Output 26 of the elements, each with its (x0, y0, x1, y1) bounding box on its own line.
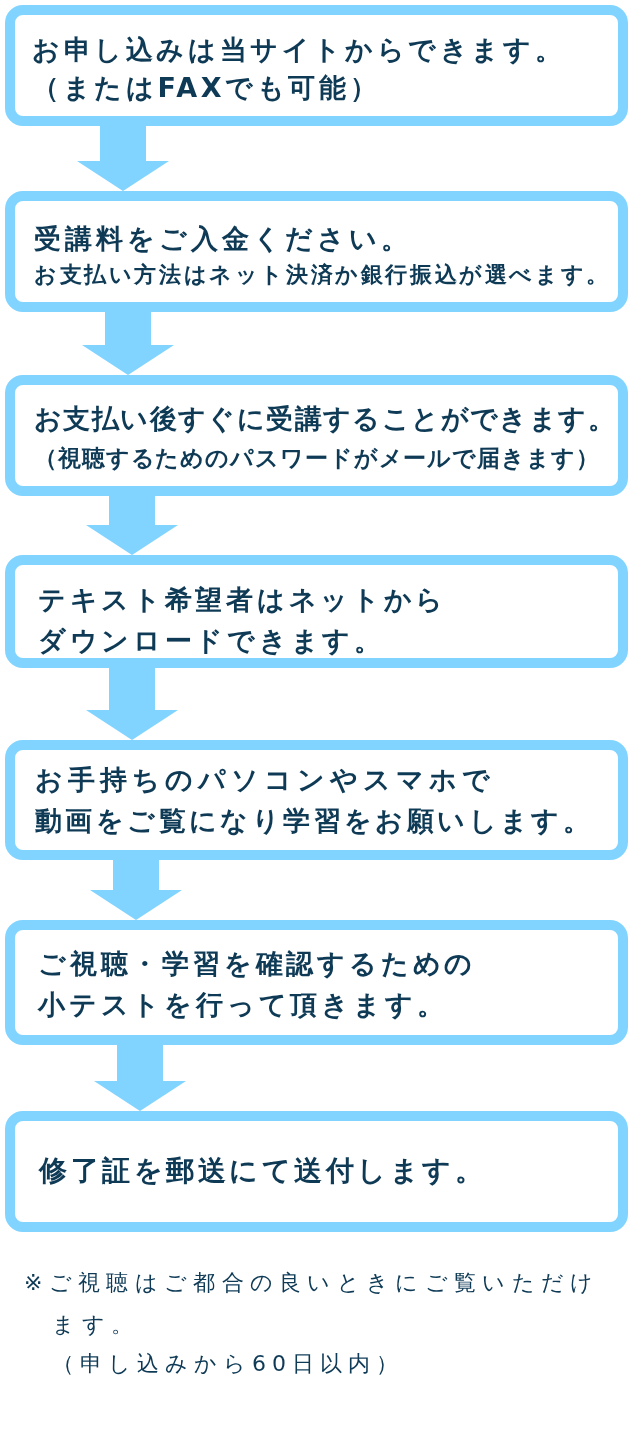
step-text: ご視聴・学習を確認するための小テストを行って頂きます。 (38, 946, 478, 1022)
arrow (94, 1045, 186, 1111)
step-text: お支払い後すぐに受講することができます。 (34, 402, 616, 436)
step-text: 修了証を郵送にて送付します。 (39, 1153, 486, 1189)
step-text: テキスト希望者はネットからダウンロードできます。 (38, 582, 449, 658)
step-text: お申し込みは当サイトからできます。 (32, 33, 566, 67)
arrow (82, 312, 174, 375)
arrow (86, 668, 178, 740)
step-box (5, 555, 628, 668)
note-text: ※ご視聴はご都合の良いときにご覧いただけます。 (24, 1269, 601, 1339)
step-box (5, 920, 628, 1045)
arrow (90, 860, 182, 920)
step-text: お支払い方法はネット決済か銀行振込が選べます。 (34, 261, 611, 289)
step-box (5, 1111, 628, 1232)
step-box (5, 740, 628, 860)
step-text: （視聴するためのパスワードがメールで届きます） (34, 444, 600, 473)
step-box (5, 5, 628, 126)
step-text: 動画をご覧になり学習をお願いします。 (35, 803, 594, 838)
note-text: （申し込みから60日以内） (52, 1350, 404, 1378)
step-text: お手持ちのパソコンやスマホで (35, 762, 495, 797)
arrow (86, 496, 178, 555)
step-text: 受講料をご入金ください。 (34, 222, 412, 256)
step-box (5, 191, 628, 312)
step-box (5, 375, 628, 496)
step-text: （またはFAXでも可能） (32, 71, 381, 105)
arrow (77, 126, 169, 191)
